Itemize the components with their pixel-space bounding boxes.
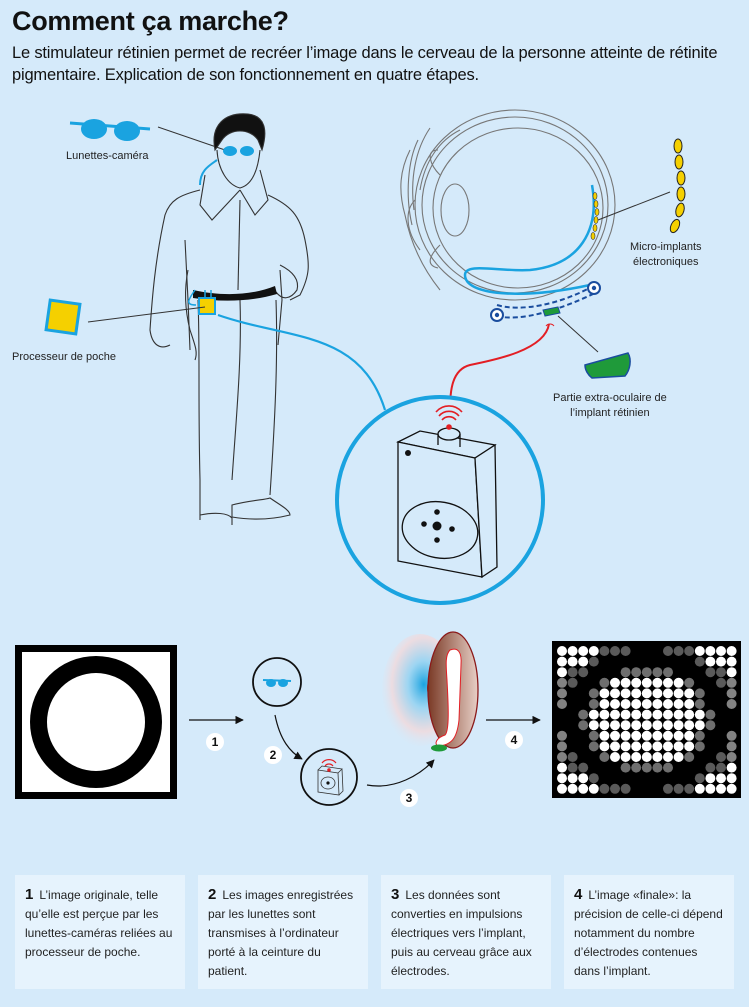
extra-ocular-implant-icon [584, 352, 631, 379]
step-badge-4: 4 [505, 731, 523, 749]
step-badge-2: 2 [264, 746, 282, 764]
processor-icon [44, 298, 82, 336]
arrow-step-3 [366, 759, 435, 787]
label-processor: Processeur de poche [12, 351, 116, 363]
final-electrode-image [552, 641, 741, 798]
step-card-number: 2 [208, 886, 217, 903]
label-extra-ocular: Partie extra-oculaire de l’implant rétin… [553, 391, 667, 421]
label-micro-implants-line2: électroniques [633, 256, 699, 268]
glasses-icon [69, 119, 151, 141]
label-micro-implants: Micro-implants électroniques [630, 240, 702, 270]
step-card-number: 4 [574, 886, 583, 903]
glasses-step-circle [252, 657, 302, 707]
step-card-number: 1 [25, 886, 34, 903]
label-glasses: Lunettes-caméra [66, 150, 149, 162]
label-extra-ocular-line1: Partie extra-oculaire de [553, 392, 667, 404]
micro-implants-icon [669, 138, 686, 234]
step-card-text: Les données sont converties en impulsion… [391, 888, 532, 978]
label-micro-implants-line1: Micro-implants [630, 241, 702, 253]
original-image [15, 645, 177, 799]
step-card-text: L’image «finale»: la précision de celle-… [574, 888, 723, 978]
step-card-text: Les images enregistrées par les lunettes… [208, 888, 354, 978]
wireless-signal-icon [435, 405, 463, 430]
intro-text: Le stimulateur rétinien permet de recrée… [12, 44, 718, 84]
step-badge-3: 3 [400, 789, 418, 807]
label-extra-ocular-line2: l’implant rétinien [570, 407, 650, 419]
computer-device [396, 427, 498, 579]
page-title: Comment ça marche? [12, 6, 289, 36]
step-badge-1: 1 [206, 733, 224, 751]
eye-cross-section [400, 109, 616, 301]
step-card-text: L’image originale, telle qu’elle est per… [25, 888, 173, 959]
processor-on-belt [198, 297, 216, 315]
eye-with-implant [382, 631, 479, 752]
arrow-step-2 [274, 714, 303, 760]
step-card-number: 3 [391, 886, 400, 903]
